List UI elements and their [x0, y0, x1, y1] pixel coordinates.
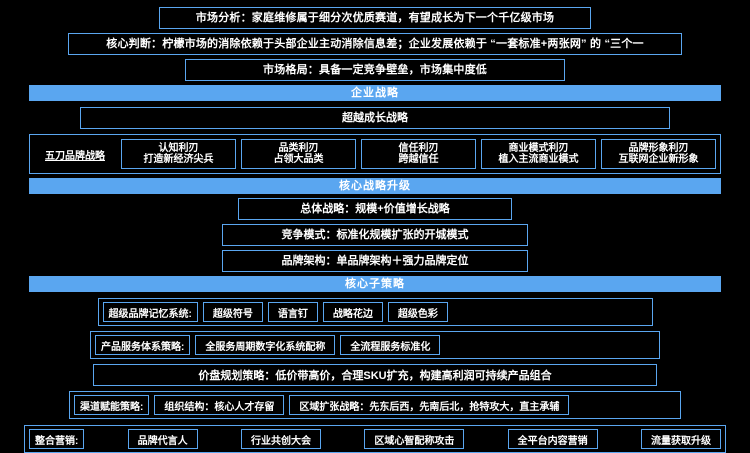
- sub-strategy-label-channel-enablement: 渠道赋能策略:: [74, 395, 150, 415]
- five-blades-lead-label-text: 五刀品牌战略: [45, 150, 105, 162]
- blade-card-business-model-subtitle: 植入主流商业模式: [498, 154, 579, 165]
- sub-strategy-line-brand-memory-row: 超级品牌记忆系统: 超级符号 语言钉 战略花边 超级色彩: [102, 302, 648, 322]
- sub-strategy-item-service-standardization[interactable]: 全流程服务标准化: [340, 335, 441, 355]
- core-sub-strategy-body: 超级品牌记忆系统: 超级符号 语言钉 战略花边 超级色彩 产: [0, 298, 750, 453]
- statement-market-structure-text: 市场格局：具备一定竞争壁垒，市场集中度低: [263, 63, 487, 76]
- sub-strategy-item-org-structure-text: 组织结构：核心人才存留: [164, 401, 275, 413]
- core-strategy-row-overall-text: 总体战略：规模+价值增长战略: [300, 202, 450, 215]
- sub-strategy-item-super-symbol[interactable]: 超级符号: [202, 302, 263, 322]
- sub-strategy-item-regional-mind-attack-text: 区域心智配称攻击: [374, 435, 455, 447]
- sub-strategy-item-super-color-text: 超级色彩: [397, 308, 438, 320]
- band-core-strategy-upgrade-label: 核心战略升级: [339, 180, 411, 192]
- blade-card-trust[interactable]: 信任利刃 跨越信任: [361, 139, 476, 169]
- five-blades-row: 五刀品牌战略 认知利刃 打造新经济尖兵 品类利刃 占领大品类 信任利刃 跨越信任…: [34, 139, 716, 169]
- sub-strategy-item-strategy-lace[interactable]: 战略花边: [322, 302, 383, 322]
- sub-strategy-item-language-nail-text: 语言钉: [277, 308, 308, 320]
- sub-strategy-item-super-symbol-text: 超级符号: [212, 308, 253, 320]
- core-strategy-upgrade-body: 总体战略：规模+价值增长战略 竞争模式：标准化规模扩张的开城模式 品牌架构：单品…: [0, 194, 750, 272]
- core-strategy-row-competition: 竞争模式：标准化规模扩张的开城模式: [222, 224, 528, 246]
- enterprise-strategy-headline-text: 超越成长战略: [342, 111, 408, 124]
- sub-strategy-item-language-nail[interactable]: 语言钉: [267, 302, 318, 322]
- sub-strategy-line-price-planning: 价盘规划策略：低价带高价，合理SKU扩充，构建高利润可持续产品组合: [93, 364, 657, 386]
- sub-strategy-item-industry-conference-text: 行业共创大会: [251, 435, 311, 447]
- five-blades-frame: 五刀品牌战略 认知利刃 打造新经济尖兵 品类利刃 占领大品类 信任利刃 跨越信任…: [29, 134, 721, 174]
- blade-card-business-model[interactable]: 商业模式利刃 植入主流商业模式: [481, 139, 596, 169]
- sub-strategy-label-product-service: 产品服务体系策略:: [95, 335, 191, 355]
- sub-strategy-item-brand-spokesperson-text: 品牌代言人: [137, 435, 188, 447]
- band-enterprise-strategy-label: 企业战略: [351, 87, 399, 99]
- sub-strategy-label-integrated-marketing: 整合营销:: [29, 429, 85, 449]
- sub-strategy-item-omni-content-marketing-text: 全平台内容营销: [517, 435, 588, 447]
- blade-card-brand-image-title: 品牌形象利刃: [628, 142, 689, 154]
- blade-card-category-title: 品类利刃: [278, 142, 319, 154]
- sub-strategy-item-industry-conference[interactable]: 行业共创大会: [241, 429, 321, 449]
- enterprise-strategy-headline: 超越成长战略: [80, 107, 670, 129]
- band-core-sub-strategy: 核心子策略: [29, 276, 721, 292]
- sub-strategy-item-brand-spokesperson[interactable]: 品牌代言人: [127, 429, 198, 449]
- sub-strategy-label-integrated-marketing-text: 整合营销:: [35, 435, 79, 447]
- sub-strategy-item-digital-system-text: 全服务周期数字化系统配称: [205, 341, 326, 353]
- core-strategy-row-competition-text: 竞争模式：标准化规模扩张的开城模式: [281, 228, 469, 241]
- band-enterprise-strategy: 企业战略: [29, 85, 721, 101]
- enterprise-strategy-body: 超越成长战略 五刀品牌战略 认知利刃 打造新经济尖兵 品类利刃 占领大品类 信任…: [0, 107, 750, 174]
- statement-market-structure: 市场格局：具备一定竞争壁垒，市场集中度低: [185, 59, 565, 81]
- blade-card-category[interactable]: 品类利刃 占领大品类: [241, 139, 356, 169]
- sub-strategy-label-channel-enablement-text: 渠道赋能策略:: [80, 401, 144, 413]
- blade-card-brand-image[interactable]: 品牌形象利刃 互联网企业新形象: [601, 139, 716, 169]
- blade-card-cognition[interactable]: 认知利刃 打造新经济尖兵: [121, 139, 236, 169]
- sub-strategy-item-super-color[interactable]: 超级色彩: [387, 302, 448, 322]
- band-core-sub-strategy-label: 核心子策略: [345, 278, 405, 290]
- sub-strategy-label-product-service-text: 产品服务体系策略:: [101, 341, 185, 353]
- blade-card-brand-image-subtitle: 互联网企业新形象: [618, 154, 699, 165]
- core-strategy-row-brand-architecture: 品牌架构：单品牌架构＋强力品牌定位: [222, 250, 528, 272]
- sub-strategy-label-brand-memory-text: 超级品牌记忆系统:: [108, 308, 192, 320]
- statement-core-judgement: 核心判断：柠檬市场的消除依赖于头部企业主动消除信息差；企业发展依赖于 “一套标准…: [68, 33, 682, 55]
- blade-card-cognition-title: 认知利刃: [158, 142, 199, 154]
- sub-strategy-item-omni-content-marketing[interactable]: 全平台内容营销: [507, 429, 598, 449]
- sub-strategy-line-price-planning-text: 价盘规划策略：低价带高价，合理SKU扩充，构建高利润可持续产品组合: [198, 370, 552, 382]
- sub-strategy-line-integrated-marketing: 整合营销: 品牌代言人 行业共创大会 区域心智配称攻击 全平台内容营销 流量获取…: [24, 425, 726, 453]
- sub-strategy-item-org-structure[interactable]: 组织结构：核心人才存留: [154, 395, 285, 415]
- statement-market-analysis: 市场分析：家庭维修属于细分次优质赛道，有望成长为下一个千亿级市场: [159, 7, 591, 29]
- sub-strategy-line-product-service-row: 产品服务体系策略: 全服务周期数字化系统配称 全流程服务标准化: [95, 335, 655, 355]
- sub-strategy-line-integrated-marketing-row: 整合营销: 品牌代言人 行业共创大会 区域心智配称攻击 全平台内容营销 流量获取…: [29, 429, 721, 449]
- band-core-strategy-upgrade: 核心战略升级: [29, 178, 721, 194]
- core-strategy-row-overall: 总体战略：规模+价值增长战略: [238, 198, 512, 220]
- sub-strategy-item-traffic-upgrade[interactable]: 流量获取升级: [640, 429, 721, 449]
- blade-card-trust-title: 信任利刃: [398, 142, 439, 154]
- blade-card-cognition-subtitle: 打造新经济尖兵: [143, 154, 214, 165]
- sub-strategy-line-channel-enablement-row: 渠道赋能策略: 组织结构：核心人才存留 区域扩张战略：先东后西，先南后北，抢特攻…: [74, 395, 676, 415]
- core-strategy-row-brand-architecture-text: 品牌架构：单品牌架构＋强力品牌定位: [281, 254, 469, 267]
- blade-card-trust-subtitle: 跨越信任: [398, 154, 439, 165]
- sub-strategy-item-regional-mind-attack[interactable]: 区域心智配称攻击: [364, 429, 465, 449]
- sub-strategy-label-brand-memory: 超级品牌记忆系统:: [102, 302, 198, 322]
- sub-strategy-item-regional-expansion[interactable]: 区域扩张战略：先东后西，先南后北，抢特攻大，直主承辅: [289, 395, 570, 415]
- sub-strategy-line-product-service: 产品服务体系策略: 全服务周期数字化系统配称 全流程服务标准化: [90, 331, 660, 359]
- sub-strategy-item-traffic-upgrade-text: 流量获取升级: [650, 435, 711, 447]
- sub-strategy-item-digital-system[interactable]: 全服务周期数字化系统配称: [195, 335, 336, 355]
- sub-strategy-line-brand-memory: 超级品牌记忆系统: 超级符号 语言钉 战略花边 超级色彩: [97, 298, 653, 326]
- statement-market-analysis-text: 市场分析：家庭维修属于细分次优质赛道，有望成长为下一个千亿级市场: [195, 11, 555, 24]
- blade-card-business-model-title: 商业模式利刃: [508, 142, 569, 154]
- blade-card-category-subtitle: 占领大品类: [273, 154, 324, 165]
- sub-strategy-item-strategy-lace-text: 战略花边: [332, 308, 373, 320]
- top-statements-group: 市场分析：家庭维修属于细分次优质赛道，有望成长为下一个千亿级市场 核心判断：柠檬…: [0, 0, 750, 81]
- statement-core-judgement-text: 核心判断：柠檬市场的消除依赖于头部企业主动消除信息差；企业发展依赖于 “一套标准…: [106, 37, 644, 50]
- sub-strategy-item-service-standardization-text: 全流程服务标准化: [350, 341, 431, 353]
- sub-strategy-item-regional-expansion-text: 区域扩张战略：先东后西，先南后北，抢特攻大，直主承辅: [299, 401, 560, 413]
- five-blades-lead-label: 五刀品牌战略: [34, 139, 116, 169]
- sub-strategy-line-channel-enablement: 渠道赋能策略: 组织结构：核心人才存留 区域扩张战略：先东后西，先南后北，抢特攻…: [69, 391, 681, 419]
